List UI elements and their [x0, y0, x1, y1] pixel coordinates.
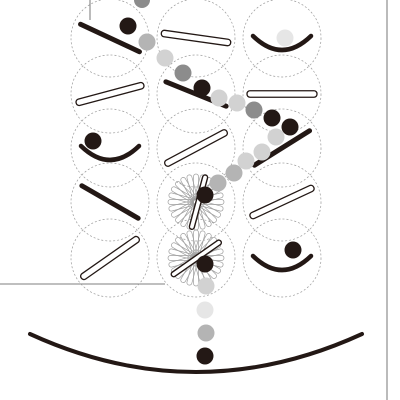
- ball: [84, 132, 102, 150]
- cup-curve: [250, 33, 314, 53]
- cell-circle: [70, 218, 150, 298]
- ramp-bar: [79, 183, 141, 221]
- cell-circle: [156, 162, 236, 242]
- cell-circle: [242, 162, 322, 242]
- ball: [253, 143, 271, 161]
- ball: [267, 128, 285, 146]
- ball: [276, 29, 294, 47]
- cell-circle: [70, 54, 150, 134]
- ball: [119, 17, 137, 35]
- ball: [237, 152, 255, 170]
- ramp-bar-outline: [75, 81, 145, 107]
- ball: [197, 277, 215, 295]
- ball: [196, 347, 214, 365]
- cell-circle: [70, 162, 150, 242]
- cell-circle: [242, 0, 322, 78]
- ball: [174, 64, 192, 82]
- cup-curve: [250, 253, 314, 273]
- ball: [134, 0, 150, 8]
- ball: [193, 79, 211, 97]
- ball: [209, 174, 227, 192]
- ball: [284, 241, 302, 259]
- ball: [138, 33, 156, 51]
- ramp-bar-outline: [79, 235, 141, 281]
- cell-circle: [70, 108, 150, 188]
- ball: [156, 49, 174, 67]
- ramp-bar-outline: [163, 129, 229, 167]
- ball: [196, 186, 214, 204]
- ramp-bar-outline: [246, 90, 318, 98]
- cell-circle: [156, 108, 236, 188]
- ramp-bar-outline: [160, 29, 232, 47]
- cell-circle: [242, 108, 322, 188]
- ramp-bar: [78, 21, 142, 55]
- cup-curve: [78, 143, 142, 163]
- ball: [263, 109, 281, 127]
- ball: [196, 301, 214, 319]
- balls: [84, 0, 302, 365]
- ramp-bar-outline: [249, 184, 315, 220]
- ball: [245, 101, 263, 119]
- ball: [210, 89, 228, 107]
- cell-circle: [156, 218, 236, 298]
- ball: [281, 118, 299, 136]
- cell-circle: [156, 54, 236, 134]
- cell-circle: [156, 0, 236, 78]
- catch-curve: [28, 332, 364, 374]
- ball: [225, 164, 243, 182]
- cell-circle: [242, 218, 322, 298]
- ball: [228, 94, 246, 112]
- cell-elements: [75, 21, 318, 287]
- ball: [197, 324, 215, 342]
- ball: [196, 255, 214, 273]
- cell-circles: [70, 0, 322, 298]
